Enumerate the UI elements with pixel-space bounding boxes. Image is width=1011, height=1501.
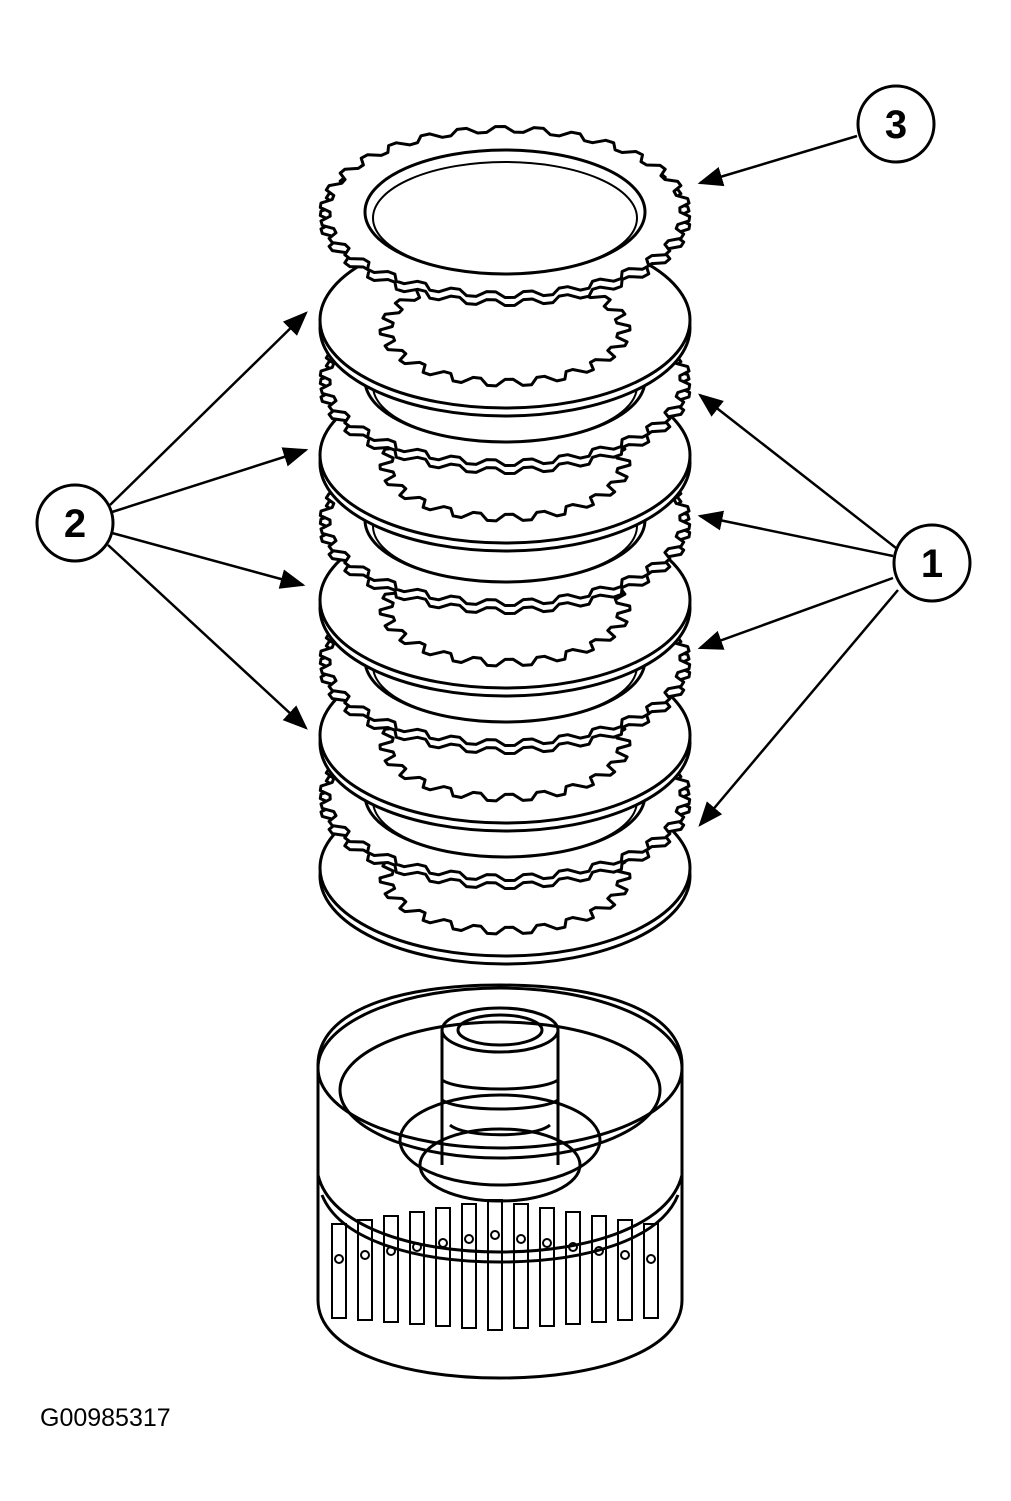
callout-2: 2 <box>35 483 115 563</box>
callout-2-label: 2 <box>64 502 86 546</box>
drum-spline <box>435 1207 451 1327</box>
callout-arrows <box>107 134 899 827</box>
drum-spline <box>617 1219 633 1321</box>
clutch-plate-stack <box>318 125 692 966</box>
drum-spline <box>383 1215 399 1323</box>
callout-3-label: 3 <box>885 103 907 147</box>
drum-splines <box>331 1199 659 1331</box>
drum-spline <box>591 1215 607 1323</box>
callout-1-label: 1 <box>921 542 943 586</box>
drum-spline <box>461 1203 477 1329</box>
drum-spline <box>565 1211 581 1325</box>
figure-id: G00985317 <box>40 1404 171 1432</box>
pressure-plate <box>318 125 692 307</box>
drum-spline <box>409 1211 425 1325</box>
callout-3: 3 <box>856 84 936 164</box>
drum-spline <box>539 1207 555 1327</box>
drum-spline <box>331 1223 347 1319</box>
drum-spline <box>513 1203 529 1329</box>
drum-spline <box>487 1199 503 1331</box>
drum-spline <box>643 1223 659 1319</box>
callout-1: 1 <box>892 523 972 603</box>
drum-spline <box>357 1219 373 1321</box>
